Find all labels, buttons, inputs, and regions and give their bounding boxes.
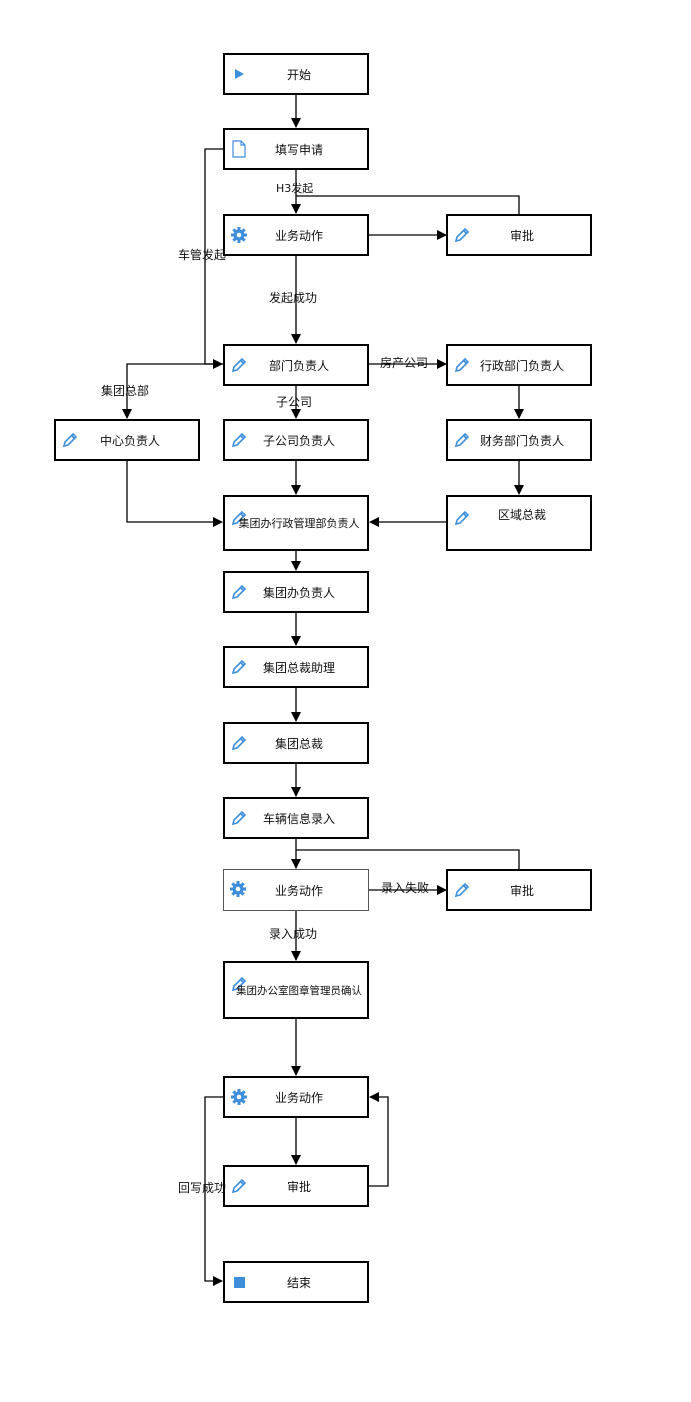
node-label: 中心负责人 <box>99 433 160 448</box>
node-label: 审批 <box>286 1179 311 1194</box>
node-label: 审批 <box>509 228 534 243</box>
node-label: 结束 <box>286 1275 311 1290</box>
node-end[interactable]: 结束 <box>223 1261 369 1303</box>
edge-label-h3-launch: H3发起 <box>276 182 314 195</box>
node-approve-1[interactable]: 审批 <box>446 214 592 256</box>
node-label: 集团总裁 <box>274 736 323 751</box>
node-business-action-2[interactable]: 业务动作 <box>223 869 369 911</box>
edge-label-entry-success: 录入成功 <box>269 927 318 941</box>
node-fill-application[interactable]: 填写申请 <box>223 128 369 170</box>
edge-label-subsidiary: 子公司 <box>276 395 313 409</box>
pencil-icon <box>231 810 247 826</box>
edge-label-property-company: 房产公司 <box>380 356 429 370</box>
pencil-icon <box>231 976 247 992</box>
node-label: 审批 <box>509 883 534 898</box>
document-icon <box>232 140 246 158</box>
node-approve-3[interactable]: 审批 <box>223 1165 369 1207</box>
pencil-icon <box>231 1178 247 1194</box>
edge-approve2-action2 <box>296 849 520 870</box>
stop-icon <box>234 1277 245 1288</box>
node-label: 区域总裁 <box>497 508 546 522</box>
pencil-icon <box>454 432 470 448</box>
edge-approve3-action3 <box>368 1092 389 1187</box>
node-business-action-3[interactable]: 业务动作 <box>223 1076 369 1118</box>
node-group-office-head[interactable]: 集团办负责人 <box>223 571 369 613</box>
play-icon <box>235 69 244 79</box>
node-label: 集团办负责人 <box>262 585 335 600</box>
node-dept-head[interactable]: 部门负责人 <box>223 344 369 386</box>
node-approve-2[interactable]: 审批 <box>446 869 592 911</box>
edge-approve1-action1 <box>296 195 520 215</box>
edge-dept-center <box>122 363 224 419</box>
gear-icon <box>230 881 246 897</box>
edge-label-car-manager-launch: 车管发起 <box>178 248 227 262</box>
node-label: 填写申请 <box>274 142 323 157</box>
node-label: 业务动作 <box>274 228 323 243</box>
node-vehicle-entry[interactable]: 车辆信息录入 <box>223 797 369 839</box>
node-admin-dept-head[interactable]: 行政部门负责人 <box>446 344 592 386</box>
node-label: 开始 <box>286 67 311 82</box>
node-president-assistant[interactable]: 集团总裁助理 <box>223 646 369 688</box>
pencil-icon <box>231 432 247 448</box>
node-seal-admin-confirm[interactable]: 集团办公室图章管理员确认 <box>223 961 369 1019</box>
node-finance-head[interactable]: 财务部门负责人 <box>446 419 592 461</box>
edge-action3-end <box>204 1096 224 1286</box>
node-label: 车辆信息录入 <box>262 811 335 826</box>
node-subsidiary-head[interactable]: 子公司负责人 <box>223 419 369 461</box>
node-label: 子公司负责人 <box>262 433 335 448</box>
node-center-head[interactable]: 中心负责人 <box>54 419 200 461</box>
node-group-president[interactable]: 集团总裁 <box>223 722 369 764</box>
pencil-icon <box>454 882 470 898</box>
pencil-icon <box>231 357 247 373</box>
edge-label-launch-success: 发起成功 <box>269 291 318 305</box>
gear-icon <box>231 227 247 243</box>
pencil-icon <box>62 432 78 448</box>
node-regional-president[interactable]: 区域总裁 <box>446 495 592 551</box>
pencil-icon <box>231 659 247 675</box>
pencil-icon <box>231 735 247 751</box>
edge-label-group-hq: 集团总部 <box>101 384 150 398</box>
pencil-icon <box>454 227 470 243</box>
node-label: 业务动作 <box>274 1090 323 1105</box>
node-start[interactable]: 开始 <box>223 53 369 95</box>
edge-center-groupadmin <box>126 460 223 527</box>
node-label: 行政部门负责人 <box>479 358 564 373</box>
node-label: 集团办行政管理部负责人 <box>238 517 360 530</box>
node-business-action-1[interactable]: 业务动作 <box>223 214 369 256</box>
edge-label-entry-failed: 录入失败 <box>381 881 430 895</box>
node-group-admin-head[interactable]: 集团办行政管理部负责人 <box>223 495 369 551</box>
edge-label-writeback-success: 回写成功 <box>178 1181 227 1195</box>
pencil-icon <box>231 510 247 526</box>
gear-icon <box>231 1089 247 1105</box>
node-label: 业务动作 <box>274 883 323 898</box>
node-label: 集团办公室图章管理员确认 <box>236 984 362 997</box>
pencil-icon <box>231 584 247 600</box>
pencil-icon <box>454 510 470 526</box>
node-label: 部门负责人 <box>268 358 329 373</box>
pencil-icon <box>454 357 470 373</box>
node-label: 集团总裁助理 <box>262 660 335 675</box>
node-label: 财务部门负责人 <box>479 433 564 448</box>
